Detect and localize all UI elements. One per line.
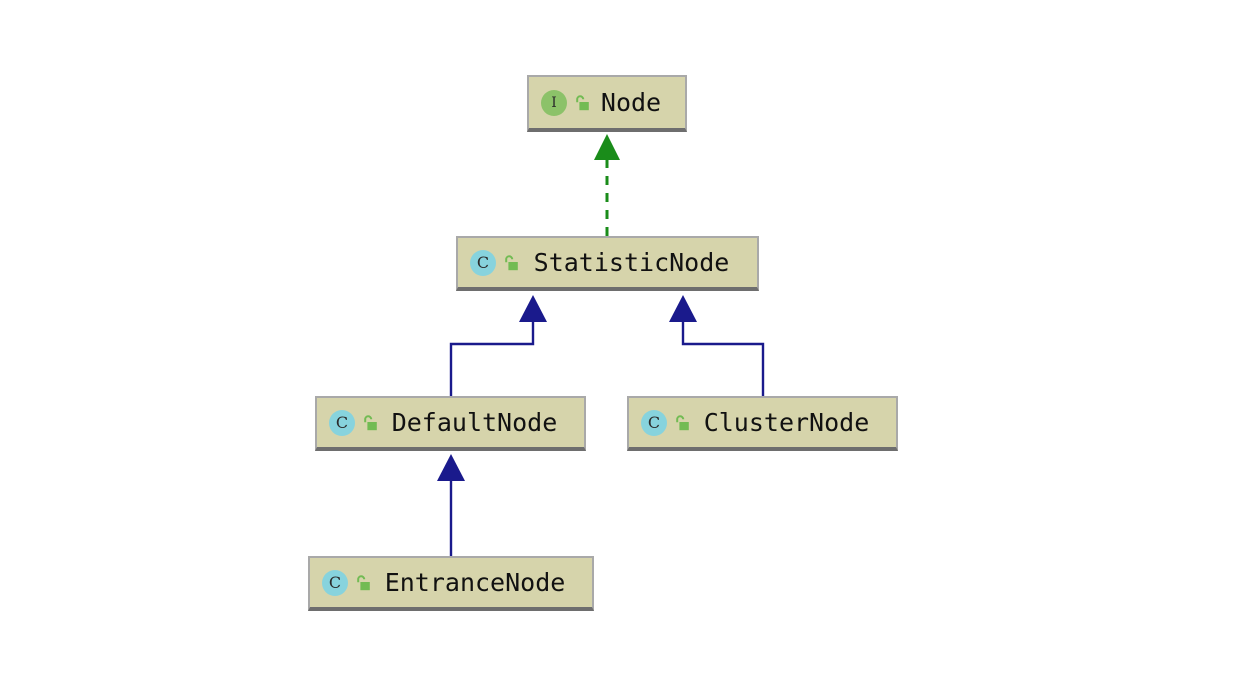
node-icon-group: C (322, 569, 372, 596)
uml-node-label: EntranceNode (384, 568, 566, 597)
uml-node-statisticnode[interactable]: C StatisticNode (456, 236, 759, 291)
unlocked-padlock-icon (673, 414, 691, 432)
class-icon: C (322, 569, 348, 596)
uml-node-defaultnode[interactable]: C DefaultNode (315, 396, 586, 451)
edge-default-extends-statistic (449, 295, 547, 396)
class-icon: C (641, 409, 667, 436)
realization-arrowhead (594, 134, 620, 160)
unlocked-padlock-icon (573, 94, 591, 112)
edge-entrance-extends-default (437, 454, 465, 556)
interface-icon: I (541, 89, 567, 116)
generalization-arrowhead (437, 454, 465, 481)
unlocked-padlock-icon (361, 414, 379, 432)
uml-node-entrancenode[interactable]: C EntranceNode (308, 556, 594, 611)
uml-node-label: Node (600, 88, 662, 117)
unlocked-padlock-icon (502, 254, 520, 272)
class-icon: C (329, 409, 355, 436)
generalization-line (681, 320, 765, 396)
uml-node-label: DefaultNode (391, 408, 558, 437)
uml-node-label: ClusterNode (703, 408, 870, 437)
node-icon-group: C (470, 249, 520, 276)
node-icon-group: I (541, 89, 591, 116)
class-icon: C (470, 249, 496, 276)
generalization-arrowhead (519, 295, 547, 322)
uml-node-label: StatisticNode (533, 248, 730, 277)
uml-node-clusternode[interactable]: C ClusterNode (627, 396, 898, 451)
generalization-arrowhead (669, 295, 697, 322)
uml-node-node[interactable]: I Node (527, 75, 687, 132)
edge-cluster-extends-statistic (669, 295, 765, 396)
node-icon-group: C (329, 409, 379, 436)
node-icon-group: C (641, 409, 691, 436)
unlocked-padlock-icon (354, 574, 372, 592)
generalization-line (449, 320, 535, 396)
edge-statistic-implements-node (594, 134, 620, 236)
